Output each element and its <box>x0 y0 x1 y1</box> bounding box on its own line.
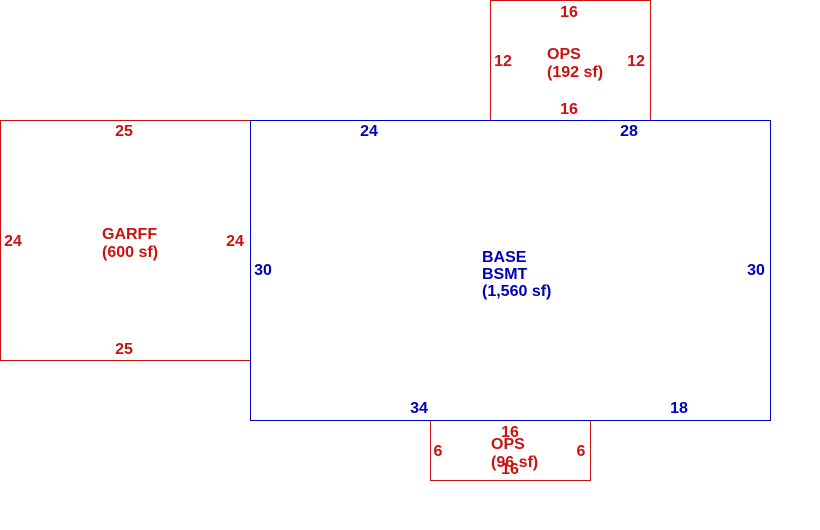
base-dim-left: 30 <box>254 262 272 279</box>
ops-top-dim-bottom: 16 <box>560 101 578 118</box>
ops-top-dim-left: 12 <box>494 53 512 70</box>
base-name-line1: BASE <box>482 249 527 266</box>
base-outline <box>250 120 771 421</box>
ops-bottom-area: (96 sf) <box>491 454 538 471</box>
base-dim-right: 30 <box>747 262 765 279</box>
garage-dim-top: 25 <box>115 123 133 140</box>
ops-bottom-dim-bottom: 16 <box>501 461 519 478</box>
ops-bottom-dim-right: 6 <box>577 443 586 460</box>
ops-bottom-name: OPS <box>491 436 525 453</box>
garage-name: GARFF <box>102 226 157 243</box>
base-area: (1,560 sf) <box>482 283 551 300</box>
garage-area: (600 sf) <box>102 244 158 261</box>
ops-bottom-dim-left: 6 <box>434 443 443 460</box>
garage-dim-left: 24 <box>4 233 22 250</box>
ops-bottom-dim-top: 16 <box>501 424 519 441</box>
base-dim-bottom-right: 18 <box>670 400 688 417</box>
ops-top-name: OPS <box>547 46 581 63</box>
ops-top-dim-right: 12 <box>627 53 645 70</box>
base-name-line2: BSMT <box>482 266 528 283</box>
ops-top-dim-top: 16 <box>560 4 578 21</box>
base-dim-top-left: 24 <box>360 123 378 140</box>
base-dim-top-right: 28 <box>620 123 638 140</box>
garage-dim-bottom: 25 <box>115 341 133 358</box>
garage-dim-right: 24 <box>226 233 244 250</box>
base-dim-bottom-left: 34 <box>410 400 428 417</box>
ops-top-area: (192 sf) <box>547 64 603 81</box>
